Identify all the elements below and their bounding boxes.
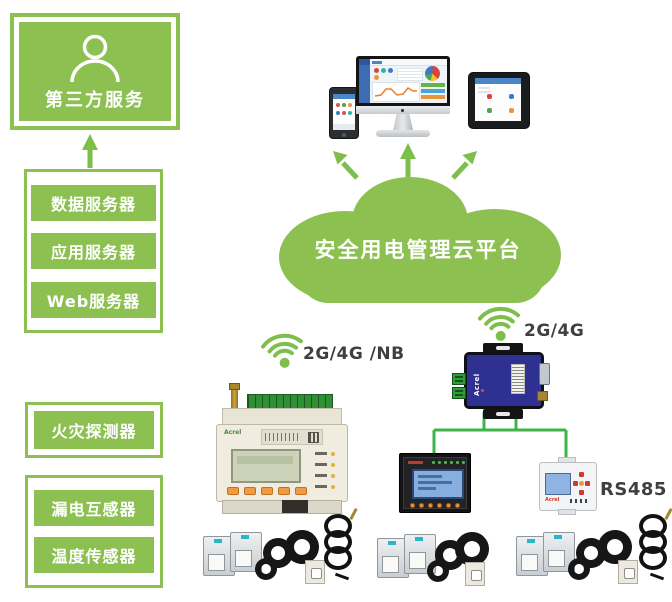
gateway-terminal-1 — [452, 373, 466, 385]
terminal-strip — [247, 394, 333, 411]
up-arrow-servers-to-thirdparty — [82, 134, 98, 168]
din-rail-meter-device: Acrel — [539, 457, 597, 515]
wireless-right-label: 2G/4G — [524, 321, 585, 341]
antenna-icon — [229, 383, 240, 409]
ct-tag-sensor — [305, 560, 325, 584]
smartphone — [329, 87, 359, 139]
temperature-sensor-item: 温度传感器 — [34, 537, 154, 574]
cloud-platform-label: 安全用电管理云平台 — [314, 238, 522, 262]
lcd-display — [231, 449, 301, 483]
barcode-label — [261, 429, 323, 445]
antenna-connector — [537, 391, 548, 401]
safety-monitor-device: Acrel — [214, 381, 348, 515]
ct-sensor-group-center — [377, 524, 492, 602]
ct-sensor-group-right — [516, 507, 672, 600]
monitor-stand — [393, 114, 413, 130]
wireless-gateway-device: Acrel — [452, 343, 556, 419]
brand-label: Acrel — [224, 429, 242, 436]
din-meter-body: Acrel — [539, 462, 597, 511]
mounting-bracket-top — [483, 343, 523, 353]
qr-code — [308, 432, 319, 443]
gateway-body: Acrel — [464, 352, 544, 409]
tablet-screen — [475, 78, 521, 121]
third-party-services-box: 第三方服务 — [10, 13, 180, 130]
desktop-monitor — [356, 56, 450, 142]
sensor-cable — [321, 507, 358, 581]
dashboard-line-chart — [372, 82, 420, 102]
phone-screen — [333, 94, 355, 130]
gateway-serial-label — [511, 364, 525, 394]
ct-rect-sensor — [404, 534, 436, 574]
app-server-item: 应用服务器 — [31, 233, 156, 269]
mounting-bracket-bottom — [483, 409, 523, 419]
meter-brand-mark — [408, 461, 423, 464]
data-server-item: 数据服务器 — [31, 184, 156, 221]
leakage-ct-item: 漏电互感器 — [34, 489, 154, 526]
panel-meter-device — [399, 453, 471, 513]
wifi-icon-left — [261, 333, 303, 368]
ct-sensor-group-left — [203, 507, 363, 600]
sensor-cable — [636, 507, 672, 581]
ct-rect-sensor — [377, 538, 409, 578]
ct-rect-sensor — [543, 532, 575, 572]
rs485-label: RS485 — [600, 479, 667, 500]
monitor-screen — [359, 59, 447, 103]
gateway-brand-label: Acrel — [473, 373, 481, 396]
wifi-icon-right — [477, 306, 521, 341]
meter-body: Acrel — [216, 424, 348, 502]
third-party-label: 第三方服务 — [45, 89, 145, 111]
ct-tag-sensor — [618, 560, 638, 584]
ct-tag-sensor — [465, 562, 485, 586]
web-server-item: Web服务器 — [31, 281, 156, 318]
serial-port — [539, 363, 550, 385]
cloud-to-devices-arrows — [333, 143, 477, 180]
din-meter-brand: Acrel — [545, 497, 560, 503]
wireless-left-label: 2G/4G /NB — [303, 344, 405, 364]
dashboard-pie-chart — [425, 66, 440, 81]
person-icon — [70, 34, 120, 82]
din-meter-lcd — [545, 473, 571, 495]
gateway-terminal-2 — [452, 387, 466, 399]
fire-detector-label: 火灾探测器 — [34, 411, 154, 449]
fire-detector-box: 火灾探测器 — [25, 402, 163, 458]
server-stack-box: 数据服务器 应用服务器 Web服务器 — [24, 169, 163, 333]
tablet — [468, 72, 530, 129]
ct-rect-sensor — [516, 536, 548, 576]
third-party-fill: 第三方服务 — [19, 22, 171, 121]
sensor-stack-box: 漏电互感器 温度传感器 — [25, 475, 163, 588]
panel-meter-lcd — [412, 469, 464, 499]
cloud-shape — [279, 177, 561, 303]
ct-rect-sensor — [230, 532, 262, 572]
